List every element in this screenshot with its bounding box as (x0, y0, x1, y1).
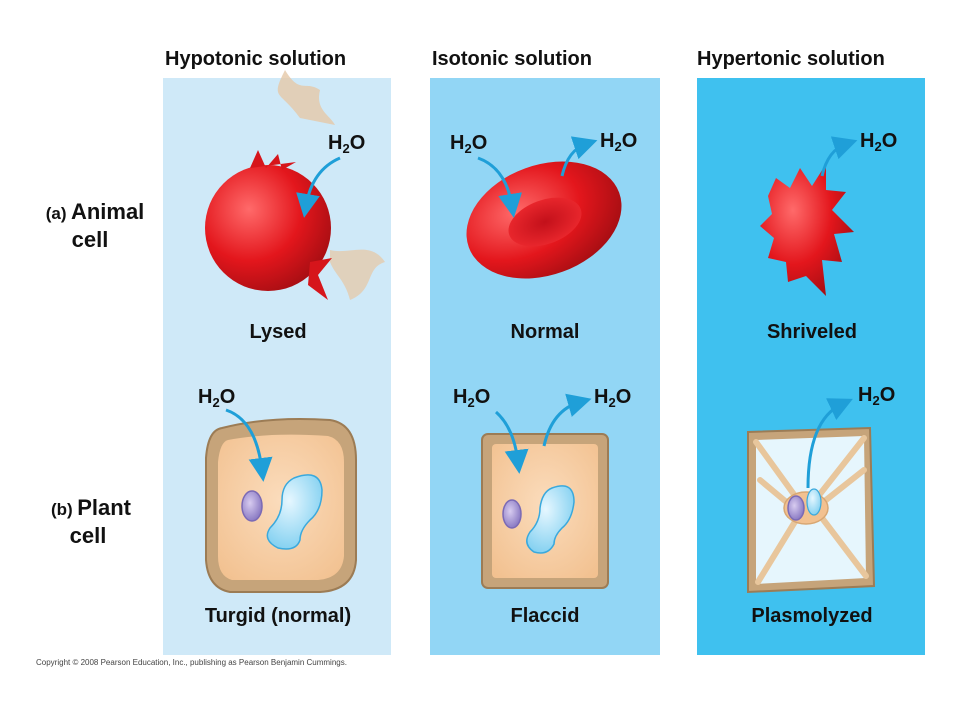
cytoplasm-spill (277, 70, 335, 125)
animal-row-letter: (a) (45, 204, 67, 223)
arrow-out-shriveled (820, 136, 858, 177)
flaccid-plant-cell (481, 433, 609, 589)
caption-normal: Normal (510, 321, 580, 343)
isotonic-heading: Isotonic solution (432, 48, 592, 70)
plant-row-word: Plant (77, 495, 131, 520)
animal-row-word: Animal (70, 199, 145, 224)
h2o-label: H2O (594, 386, 632, 410)
arrow-into-flaccid (494, 410, 529, 474)
animal-row-cell: cell (71, 226, 109, 252)
plasmolyzed-plant-cell (747, 426, 876, 594)
hypertonic-heading: Hypertonic solution (697, 48, 885, 70)
copyright-notice: Copyright © 2008 Pearson Education, Inc.… (36, 658, 347, 667)
caption-lysed: Lysed (249, 321, 307, 343)
caption-turgid: Turgid (normal) (204, 605, 352, 627)
caption-shriveled: Shriveled (766, 321, 858, 343)
h2o-label: H2O (450, 132, 488, 156)
h2o-label: H2O (453, 386, 491, 410)
caption-plasmolyzed: Plasmolyzed (751, 605, 873, 627)
arrow-out-flaccid (542, 393, 592, 447)
arrow-into-turgid (225, 408, 273, 482)
h2o-label: H2O (600, 130, 638, 154)
turgid-plant-cell (205, 418, 357, 593)
h2o-label: H2O (860, 130, 898, 154)
animal-cell-label: (a) Animal cell (30, 198, 160, 253)
water-arrows (225, 136, 858, 489)
plant-cell-label: (b) Plant cell (26, 494, 156, 549)
arrow-into-normal (477, 156, 522, 218)
arrow-out-plasmolyzed (806, 398, 853, 489)
arrow-out-normal (560, 136, 598, 177)
h2o-label: H2O (198, 386, 236, 410)
caption-flaccid: Flaccid (510, 605, 580, 627)
normal-animal-cell (466, 161, 622, 279)
shriveled-animal-cell (760, 164, 854, 296)
arrow-into-lysed (296, 156, 341, 218)
lysed-animal-cell (205, 70, 385, 300)
h2o-label: H2O (858, 384, 896, 408)
plant-row-letter: (b) (51, 500, 73, 519)
hypotonic-heading: Hypotonic solution (165, 48, 347, 70)
plant-row-cell: cell (69, 522, 107, 548)
h2o-label: H2O (328, 132, 366, 156)
